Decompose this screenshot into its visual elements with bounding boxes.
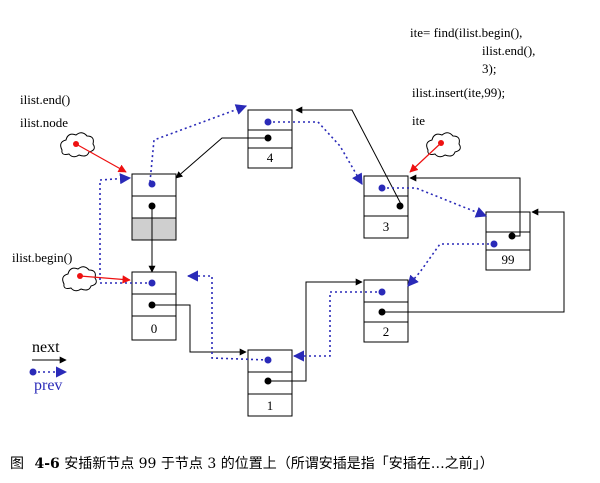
legend-next-label: next [32,339,60,356]
caption-text: 安插新节点 99 于节点 3 的位置上（所谓安插是指「安插在…之前」） [64,455,494,472]
legend-prev-dot [29,368,37,376]
caption-prefix: 图 [10,456,24,472]
node-4: 4 [247,109,293,169]
legend: next prev [29,339,68,394]
code-line-3: 3); [482,61,496,76]
code-block: ite= find(ilist.begin(), ilist.end(), 3)… [410,25,535,100]
code-line-1: ite= find(ilist.begin(), [410,25,522,40]
cloud-ilist-begin [62,266,131,292]
node-1-value: 1 [267,398,274,413]
label-ilist-end: ilist.end() [20,92,70,107]
node-99-value: 99 [502,252,515,267]
node-99: 99 [485,211,531,271]
cloud-ite [409,132,461,173]
node-2: 2 [363,279,409,343]
prev-links [99,104,494,362]
node-3: 3 [363,175,409,239]
next-links [148,106,565,382]
node-0-value: 0 [151,321,158,336]
label-ilist-node: ilist.node [20,115,68,130]
node-0: 0 [131,271,177,341]
code-line-4: ilist.insert(ite,99); [412,85,505,100]
figure-caption: 图 4-6 安插新节点 99 于节点 3 的位置上（所谓安插是指「安插在…之前」… [10,455,494,472]
node-4-value: 4 [267,150,274,165]
node-3-value: 3 [383,219,390,234]
label-ilist-begin: ilist.begin() [12,250,72,265]
node-2-value: 2 [383,324,390,339]
node-sentinel [131,173,177,241]
caption-figure-no: 4-6 [34,456,59,472]
legend-prev-label: prev [34,377,62,394]
label-ite: ite [412,113,425,128]
cloud-ilist-node [60,132,127,173]
code-line-2: ilist.end(), [482,43,535,58]
node-1: 1 [247,349,293,417]
